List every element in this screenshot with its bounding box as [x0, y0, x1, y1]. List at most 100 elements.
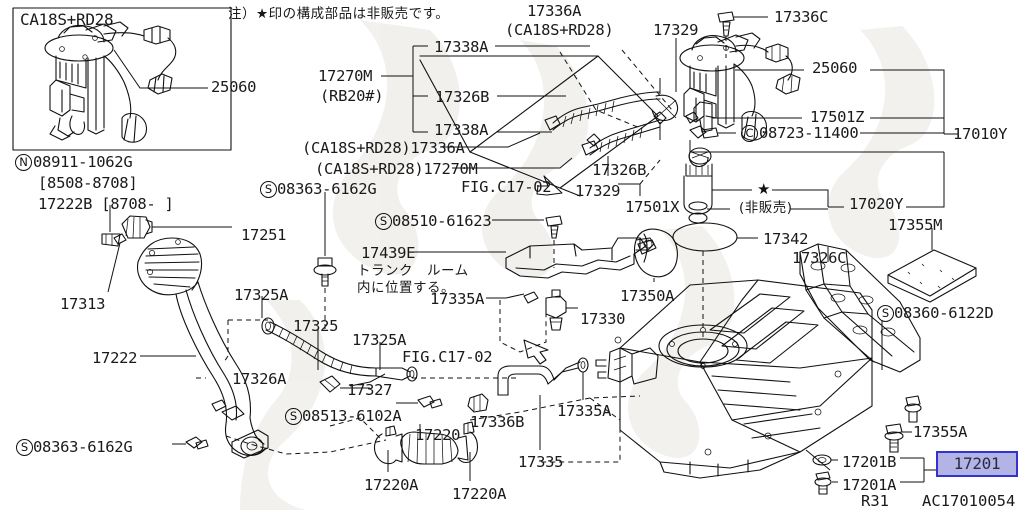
- part-label-08360-6122d[interactable]: 08360-6122D: [894, 304, 994, 322]
- part-label-17313[interactable]: 17313: [60, 295, 106, 313]
- part-label-17342[interactable]: 17342: [763, 230, 809, 248]
- part-label-[interactable]: 注）★印の構成部品は非販売です。: [228, 6, 450, 22]
- part-label-08363-6162g[interactable]: 08363-6162G: [277, 180, 377, 198]
- part-label-17222[interactable]: 17222: [92, 349, 138, 367]
- part-label-17325[interactable]: 17325: [293, 317, 339, 335]
- part-17251-clamp: [121, 215, 153, 239]
- part-label-17350a[interactable]: 17350A: [620, 287, 675, 305]
- prefix-circle-n: N: [15, 154, 32, 171]
- group-17270M-bracket: [381, 45, 590, 169]
- part-17335-hose: [497, 357, 589, 396]
- prefix-circle-s: S: [375, 213, 392, 230]
- part-label-17327[interactable]: 17327: [347, 381, 393, 399]
- part-label-[interactable]: トランク ルーム: [357, 263, 469, 279]
- part-label-17020y[interactable]: 17020Y: [849, 195, 904, 213]
- part-17220A-clamp-left: [373, 425, 397, 465]
- part-label-17270m[interactable]: 17270M: [318, 67, 373, 85]
- part-17220-hose: [395, 431, 469, 465]
- part-fuel-pipes: [419, 49, 679, 197]
- part-17335A-clip: [523, 291, 539, 304]
- part-label-figc17-02[interactable]: FIG.C17-02: [461, 178, 552, 196]
- part-label-17336b[interactable]: 17336B: [470, 413, 525, 431]
- part-label-17220a[interactable]: 17220A: [452, 485, 507, 503]
- part-label-17439e[interactable]: 17439E: [361, 244, 416, 262]
- part-label-[interactable]: 内に位置する。: [357, 280, 455, 296]
- part-label-17326a[interactable]: 17326A: [232, 370, 287, 388]
- leader-17326A: [349, 373, 386, 387]
- part-label-ca18srd2817270m[interactable]: (CA18S+RD28)17270M: [315, 160, 478, 178]
- part-label-17330[interactable]: 17330: [580, 310, 626, 328]
- leader-17313: [107, 242, 121, 293]
- part-label-ca18srd28[interactable]: (CA18S+RD28): [505, 21, 614, 39]
- inset-callout-25060: 25060: [211, 78, 257, 96]
- part-label-17325a[interactable]: 17325A: [352, 331, 407, 349]
- part-label-17329[interactable]: 17329: [653, 21, 699, 39]
- part-label-ca18srd2817336a[interactable]: (CA18S+RD28)17336A: [302, 139, 465, 157]
- inset-frame: [12, 7, 232, 151]
- highlighted-part-17201[interactable]: 17201: [936, 451, 1018, 477]
- prefix-circle-s: S: [285, 408, 302, 425]
- inset-sender-assembly: [44, 21, 177, 143]
- footer-section-code: R31: [861, 492, 889, 510]
- part-label-17338a[interactable]: 17338A: [434, 121, 489, 139]
- part-label-[interactable]: (非販売): [739, 200, 793, 216]
- part-17020Y-filter: [683, 147, 713, 224]
- part-label-17325a[interactable]: 17325A: [234, 286, 289, 304]
- part-label-17335[interactable]: 17335: [518, 453, 564, 471]
- left-block-line-2[interactable]: [8508-8708]: [38, 174, 138, 192]
- part-label-17335a[interactable]: 17335A: [430, 290, 485, 308]
- part-label-08723-11400[interactable]: 08723-11400: [759, 124, 859, 142]
- left-block-line-3[interactable]: 17222B [8708- ]: [38, 195, 174, 213]
- part-bolt-08363-upper: [313, 257, 337, 287]
- part-label-17220a[interactable]: 17220A: [364, 476, 419, 494]
- prefix-circle-s: S: [877, 305, 894, 322]
- part-label-17355m[interactable]: 17355M: [888, 216, 943, 234]
- part-bolt-08513: [417, 395, 443, 409]
- part-label-17501z[interactable]: 17501Z: [810, 108, 865, 126]
- part-bolt-08510: [545, 215, 563, 239]
- part-17326C-protector: [799, 243, 921, 373]
- part-17355A-bolt: [884, 423, 904, 453]
- part-label-08510-61623[interactable]: 08510-61623: [392, 212, 492, 230]
- part-label-17251[interactable]: 17251: [241, 226, 287, 244]
- part-label-17201b[interactable]: 17201B: [842, 453, 897, 471]
- part-label-17338a[interactable]: 17338A: [434, 38, 489, 56]
- part-17355M-pad: [887, 249, 977, 303]
- part-label-17326b[interactable]: 17326B: [435, 88, 490, 106]
- part-bolt-08363-left: [185, 436, 209, 450]
- part-label-rb20[interactable]: (RB20#): [320, 87, 384, 105]
- part-17336C-bolt: [717, 11, 735, 37]
- dash-17220-link: [329, 417, 383, 441]
- part-08723-clip: [685, 111, 719, 139]
- arrow-fig-c17-02-lower: [523, 339, 549, 365]
- dash-17329-upper: [621, 49, 673, 111]
- left-block-line-1[interactable]: 08911-1062G: [33, 153, 133, 171]
- part-label-17010y[interactable]: 17010Y: [953, 125, 1008, 143]
- part-17342-gasket: [672, 222, 738, 252]
- part-17336B-clip: [467, 393, 489, 413]
- leader-17501X: [618, 183, 641, 196]
- part-17201A-bolt: [814, 471, 832, 495]
- part-label-17501x[interactable]: 17501X: [625, 198, 680, 216]
- part-label-17326b[interactable]: 17326B: [592, 161, 647, 179]
- part-label-25060[interactable]: 25060: [812, 59, 858, 77]
- part-17439E-bracket: [505, 237, 655, 279]
- part-label-17329[interactable]: 17329: [575, 182, 621, 200]
- part-label-08363-6162g[interactable]: 08363-6162G: [33, 438, 133, 456]
- part-label-17201a[interactable]: 17201A: [842, 476, 897, 494]
- part-label-08513-6102a[interactable]: 08513-6102A: [302, 407, 402, 425]
- part-label-17355a[interactable]: 17355A: [913, 423, 968, 441]
- part-label-17326c[interactable]: 17326C: [792, 249, 847, 267]
- part-17330-valve: [545, 289, 567, 331]
- part-17355A-bolt2: [904, 395, 922, 423]
- part-label-17220[interactable]: 17220: [415, 426, 461, 444]
- part-label-figc17-02[interactable]: FIG.C17-02: [402, 348, 493, 366]
- part-17201-fuel-tank: [595, 279, 873, 479]
- part-label-17335a[interactable]: 17335A: [557, 402, 612, 420]
- part-label-17336c[interactable]: 17336C: [774, 8, 829, 26]
- star-marker-icon: ★: [757, 180, 771, 198]
- part-17222-filler-neck: [136, 237, 269, 459]
- part-label-17336a[interactable]: 17336A: [527, 2, 582, 20]
- part-17350A-cap: [633, 228, 678, 278]
